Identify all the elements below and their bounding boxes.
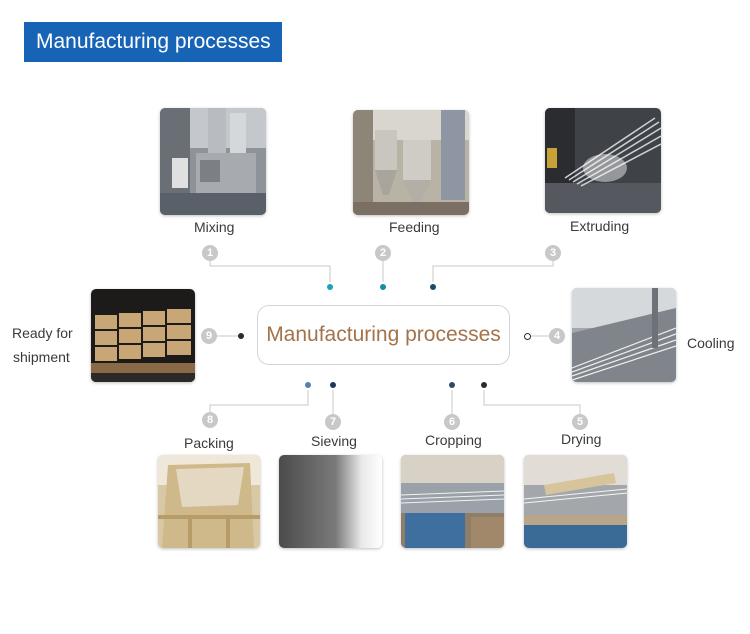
step-label-cropping: Cropping (425, 432, 482, 448)
step-number-5: 5 (572, 414, 588, 430)
dot-4 (524, 333, 531, 340)
step-number-8: 8 (202, 412, 218, 428)
step-label-packing: Packing (184, 435, 234, 451)
step-label-mixing: Mixing (194, 219, 235, 235)
dot-6 (449, 382, 455, 388)
connector-8 (209, 390, 309, 412)
packing-bag-photo (158, 455, 260, 548)
drying-line-photo (524, 455, 627, 548)
step-label-extruding: Extruding (570, 218, 630, 234)
dot-9 (238, 333, 244, 339)
step-number-6: 6 (444, 414, 460, 430)
connector-1 (209, 260, 331, 282)
step-number-4: 4 (549, 328, 565, 344)
dot-3 (430, 284, 436, 290)
step-label-drying: Drying (561, 431, 602, 447)
center-title-box: Manufacturing processes (257, 305, 510, 365)
step-label-shipment-line1: Ready for (12, 325, 73, 341)
step-label-shipment-line2: shipment (13, 349, 70, 365)
connector-3 (432, 260, 554, 282)
sieve-granules-photo (279, 455, 382, 548)
step-label-feeding: Feeding (389, 219, 440, 235)
step-number-1: 1 (202, 245, 218, 261)
cooling-trough-photo (572, 288, 676, 382)
pallet-bags-photo (91, 289, 195, 382)
feeding-silo-photo (353, 110, 469, 215)
step-label-cooling: Cooling (687, 335, 735, 351)
connector-5 (483, 390, 581, 414)
dot-8 (305, 382, 311, 388)
step-number-7: 7 (325, 414, 341, 430)
mixing-machine-photo (160, 108, 266, 215)
page-title-banner: Manufacturing processes (24, 22, 282, 62)
pelletizer-photo (401, 455, 504, 548)
dot-1 (327, 284, 333, 290)
step-label-sieving: Sieving (311, 433, 357, 449)
step-number-9: 9 (201, 328, 217, 344)
dot-5 (481, 382, 487, 388)
center-title: Manufacturing processes (266, 323, 501, 346)
step-number-2: 2 (375, 245, 391, 261)
dot-7 (330, 382, 336, 388)
dot-2 (380, 284, 386, 290)
extruder-strands-photo (545, 108, 661, 213)
step-number-3: 3 (545, 245, 561, 261)
